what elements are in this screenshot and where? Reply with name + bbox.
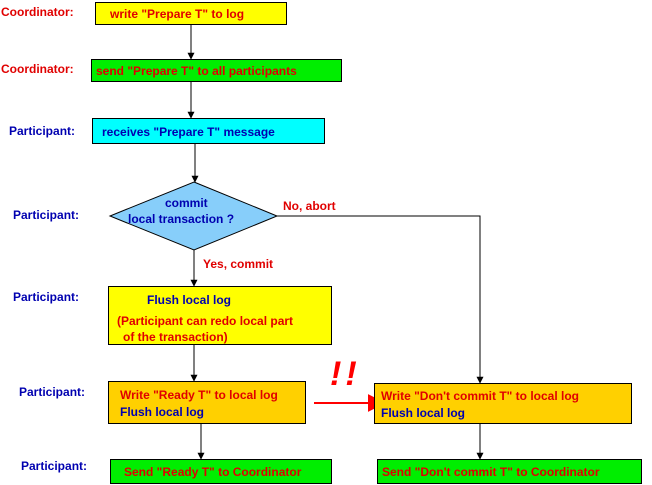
role-label-participant-3: Participant: xyxy=(13,290,80,304)
step-write-prepare: write "Prepare T" to log xyxy=(95,2,287,25)
role-label-participant-4: Participant: xyxy=(19,385,86,399)
role-label-coordinator-2: Coordinator: xyxy=(1,62,74,76)
step-flush-log: Flush local log (Participant can redo lo… xyxy=(108,286,332,345)
step-receive-prepare-text: receives "Prepare T" message xyxy=(102,125,275,139)
role-label-participant-5: Participant: xyxy=(21,459,88,473)
step-write-dont-commit-line2: Flush local log xyxy=(381,406,466,420)
step-flush-log-line2: (Participant can redo local part xyxy=(117,314,294,328)
role-label-participant-1: Participant: xyxy=(9,124,76,138)
step-write-dont-commit-line1: Write "Don't commit T" to local log xyxy=(381,389,580,403)
arrow-no-abort xyxy=(277,215,484,384)
decision-text-line2: local transaction ? xyxy=(128,212,235,226)
step-flush-log-line1: Flush local log xyxy=(147,293,232,307)
edge-label-yes-commit: Yes, commit xyxy=(203,257,274,271)
step-send-dont-commit-text: Send "Don't commit T" to Coordinator xyxy=(382,465,600,479)
step-receive-prepare: receives "Prepare T" message xyxy=(92,118,325,144)
step-send-dont-commit: Send "Don't commit T" to Coordinator xyxy=(377,459,642,484)
step-write-ready-line2: Flush local log xyxy=(120,405,205,419)
step-send-prepare: send "Prepare T" to all participants xyxy=(91,59,342,82)
role-label-coordinator-1: Coordinator: xyxy=(1,5,74,19)
exclamation-marks: !! xyxy=(330,355,361,393)
step-write-dont-commit: Write "Don't commit T" to local log Flus… xyxy=(374,383,632,424)
decision-text-line1: commit xyxy=(165,196,208,210)
step-write-ready: Write "Ready T" to local log Flush local… xyxy=(108,381,306,424)
step-flush-log-line3: of the transaction) xyxy=(123,330,228,344)
step-send-ready: Send "Ready T" to Coordinator xyxy=(110,459,332,484)
role-label-participant-2: Participant: xyxy=(13,208,80,222)
edge-label-no-abort: No, abort xyxy=(283,199,336,213)
step-send-ready-text: Send "Ready T" to Coordinator xyxy=(124,465,302,479)
step-send-prepare-text: send "Prepare T" to all participants xyxy=(96,64,297,78)
step-write-ready-line1: Write "Ready T" to local log xyxy=(120,388,278,402)
step-write-prepare-text: write "Prepare T" to log xyxy=(110,7,245,21)
